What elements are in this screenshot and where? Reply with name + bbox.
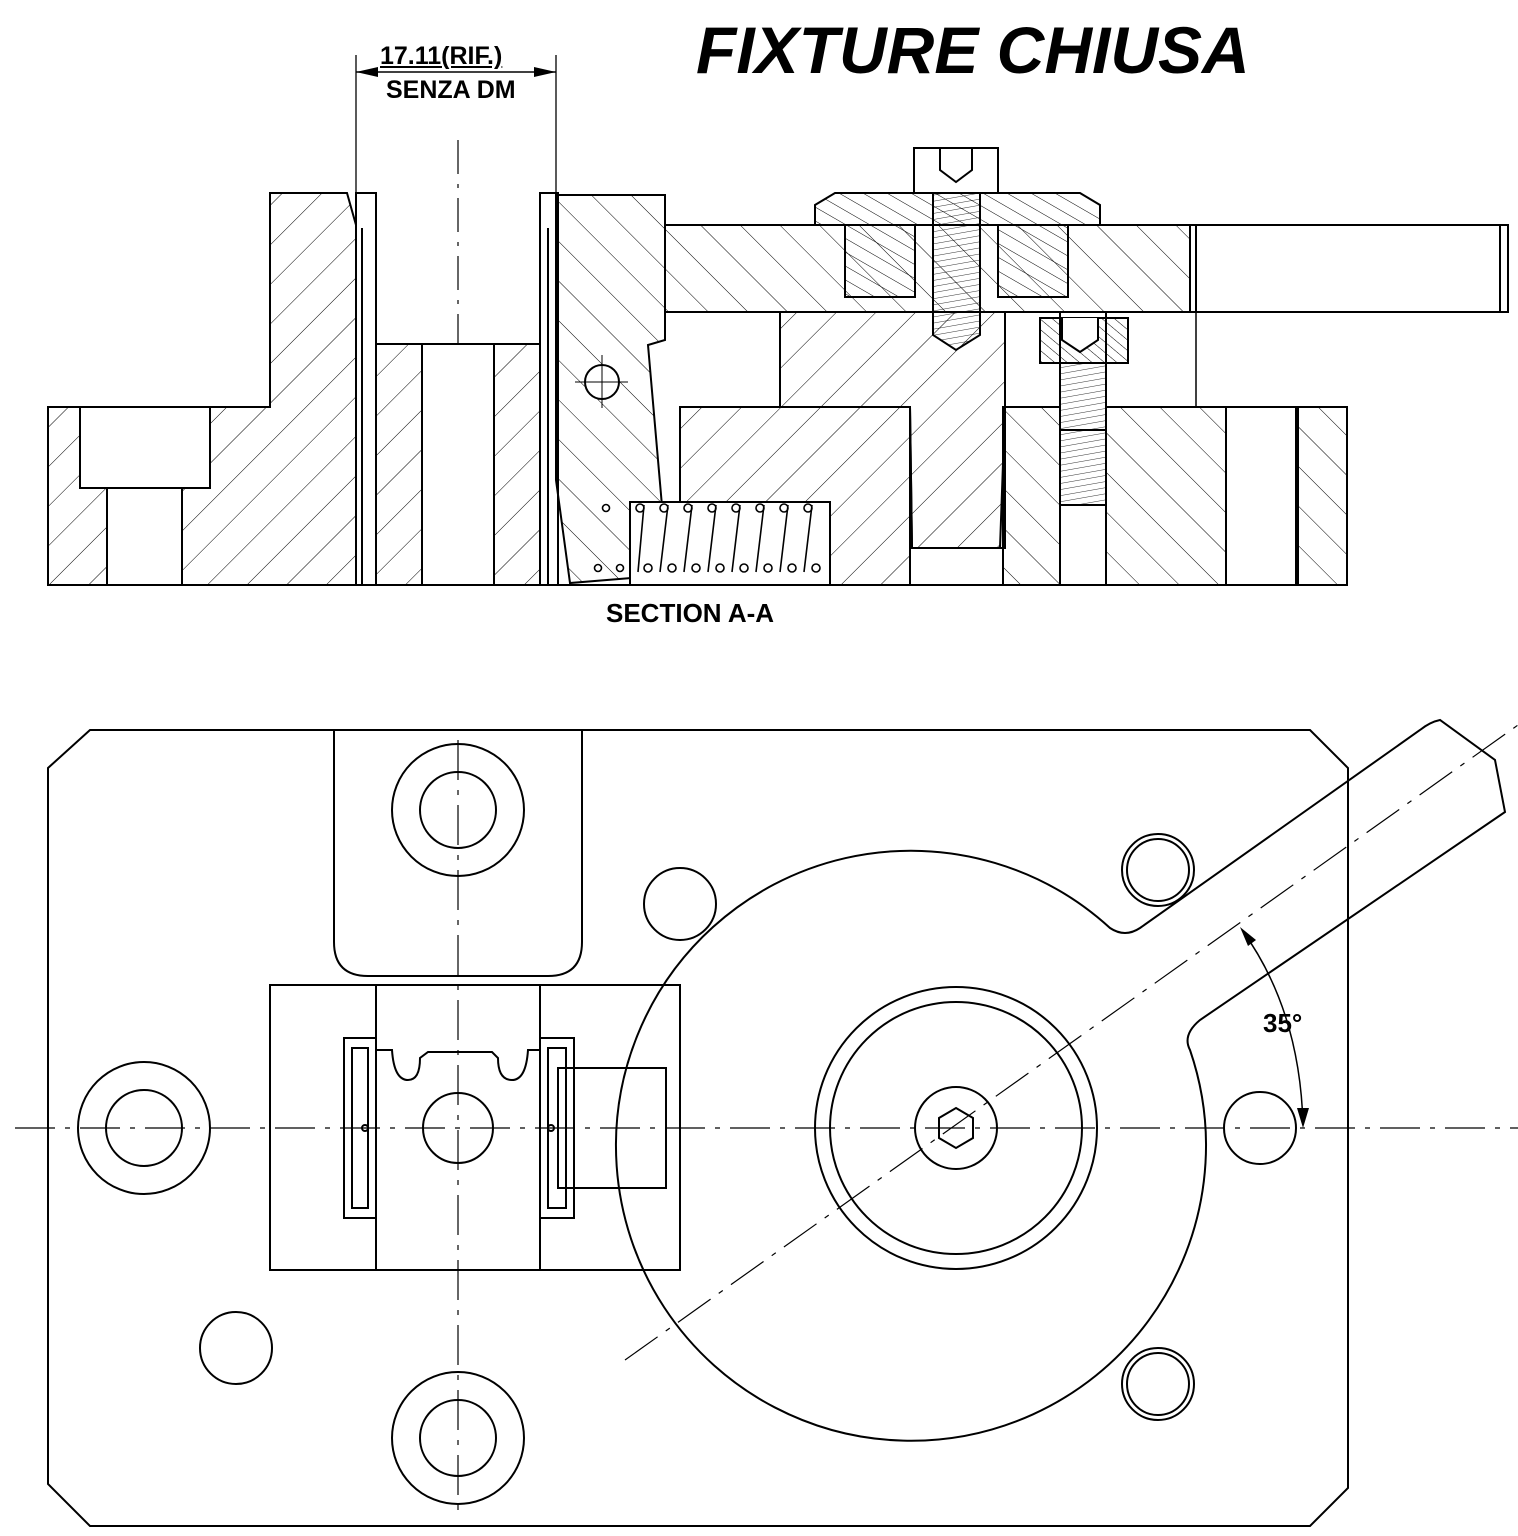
angle-arc — [1241, 929, 1304, 1126]
cam-screw-head — [914, 1086, 998, 1170]
washer-insert-left — [844, 224, 916, 298]
wedge-right — [539, 1037, 575, 1219]
upper-guide-block — [333, 730, 583, 977]
stop-pin-bottom-inner — [1126, 1352, 1190, 1416]
wedge-right-pin — [547, 1124, 555, 1132]
wedge-left-inner — [351, 1047, 369, 1209]
cam-ring-inner — [829, 1001, 1083, 1255]
bolt-hole-left-plan — [105, 1089, 183, 1167]
center-screw-socket — [939, 148, 973, 184]
wedge-left — [343, 1037, 377, 1219]
centerline-lever — [624, 724, 1518, 1361]
dimension-value: 17.11(RIF.) — [380, 42, 503, 70]
center-bore — [421, 343, 495, 586]
bolt-hole-bottom — [419, 1399, 497, 1477]
center-screw-shank — [932, 192, 981, 352]
hex-socket-icon — [938, 1106, 974, 1150]
counterbore-top — [391, 743, 525, 877]
cam-lever-outline — [614, 718, 1507, 1442]
drawing-title: FIXTURE CHIUSA — [696, 13, 1250, 87]
small-screw-socket — [1061, 318, 1099, 354]
angle-arrow-top — [1240, 927, 1256, 946]
counterbore-left-plan — [77, 1061, 211, 1195]
pin-hole-right — [1223, 1091, 1297, 1165]
pin-hole-top — [643, 867, 717, 941]
jaw-slot-left — [355, 192, 377, 586]
stop-pin-top — [1121, 833, 1195, 907]
jaw-housing — [269, 984, 681, 1271]
section-view — [47, 55, 1509, 590]
spring — [593, 503, 821, 573]
counterbore-bottom — [391, 1371, 525, 1505]
spring-pocket — [629, 501, 831, 586]
stop-pin-top-inner — [1126, 838, 1190, 902]
dimension-arrow-right — [534, 67, 556, 77]
wedge-left-pin — [361, 1124, 369, 1132]
angle-label: 35° — [1263, 1008, 1303, 1038]
counterbore-left — [79, 406, 211, 489]
washer-insert-right — [997, 224, 1069, 298]
stop-pin-bottom — [1121, 1347, 1195, 1421]
cam-ring-outer — [814, 986, 1098, 1270]
jaw-vee-profile — [376, 1049, 540, 1082]
pin-hole-bottom-left — [199, 1311, 273, 1385]
bolt-hole-top — [419, 771, 497, 849]
small-screw-shank — [1059, 362, 1107, 506]
base-plate-left — [47, 192, 357, 586]
center-screw-head — [913, 147, 999, 194]
base-plate-outline — [47, 729, 1349, 1527]
bolt-hole-left — [106, 487, 183, 586]
lever-handle — [1189, 224, 1509, 313]
angle-arrow-bottom — [1297, 1108, 1309, 1128]
bolt-hole-right — [1225, 406, 1299, 586]
part-locator — [422, 1092, 494, 1164]
plan-view — [15, 718, 1518, 1527]
dimension-note: SENZA DM — [386, 76, 516, 104]
cam-body — [779, 311, 1006, 549]
pusher-block — [557, 1067, 667, 1189]
lever-arm — [664, 224, 1191, 313]
dimension-arrow-left — [356, 67, 378, 77]
section-label: SECTION A-A — [606, 598, 775, 628]
wedge-right-inner — [547, 1047, 567, 1209]
